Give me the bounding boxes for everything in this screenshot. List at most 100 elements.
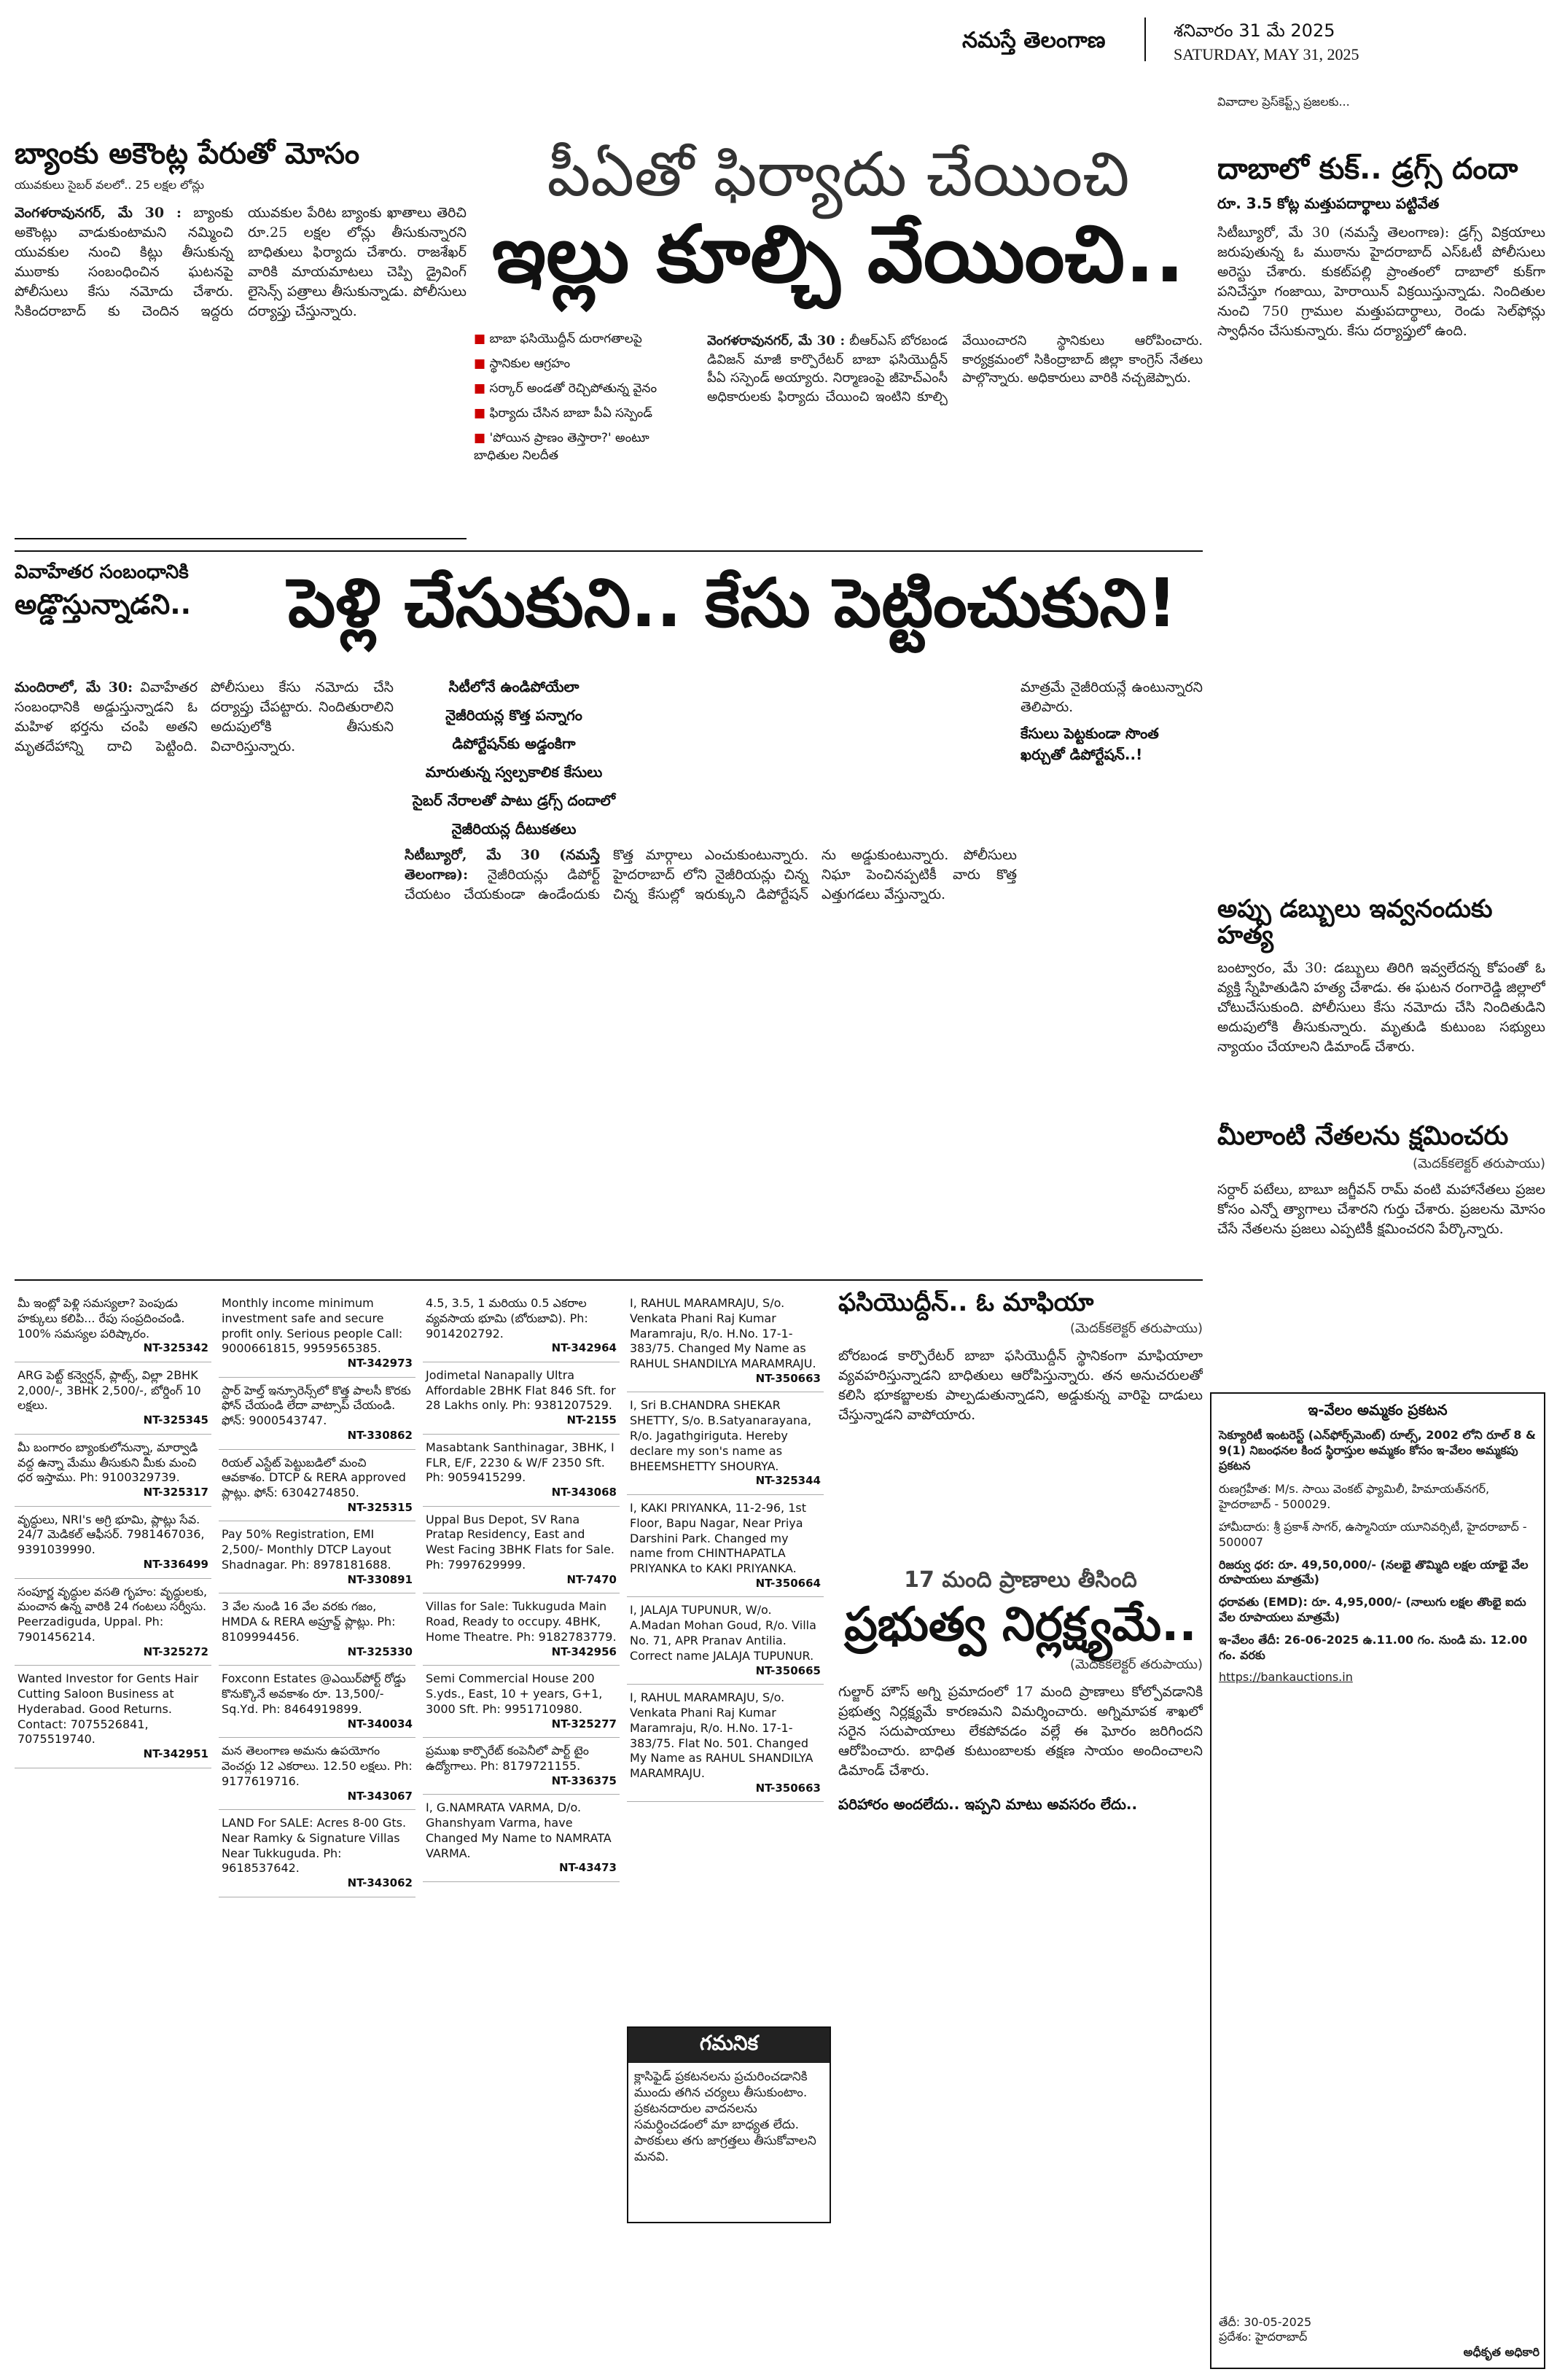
story-bank-subhead: యువకులు సైబర్ వలలో.. 25 లక్షల లోన్లు — [15, 178, 204, 192]
legal-notice-place: ప్రదేశం: హైదరాబాద్ — [1219, 2330, 1308, 2344]
classified-code: NT-325277 — [551, 1717, 617, 1731]
masthead-english-date: SATURDAY, MAY 31, 2025 — [1174, 45, 1359, 63]
classified-code: NT-342951 — [143, 1747, 208, 1761]
story-mafia-byline: (మెదక్‌కలెక్టర్ తరుపాయు) — [1070, 1320, 1203, 1336]
story-nigeria-pullquote-wrap: మాత్రమే నైజీరియన్లే ఉంటున్నారని తెలిపారు… — [1021, 678, 1203, 767]
classified-ad: Villas for Sale: Tukkuguda Main Road, Re… — [423, 1593, 620, 1666]
story-leaders-headline: మీలాంటి నేతలను క్షమించరు — [1217, 1123, 1509, 1151]
classified-code: NT-350663 — [755, 1371, 821, 1385]
classified-ad: Jodimetal Nanapally Ultra Affordable 2BH… — [423, 1362, 620, 1435]
story-pa-body: బీఆర్ఎస్ బోరబండ డివిజన్ మాజీ కార్పొరేటర్… — [707, 333, 1203, 405]
story-pa-bullet: 'పోయిన ప్రాణం తెస్తారా?' అంటూ బాధితుల ని… — [474, 431, 692, 466]
classifieds-col-3: 4.5, 3.5, 1 మరియు 0.5 ఎకరాల వ్యవసాయ భూమి… — [423, 1290, 620, 2369]
story-dhaba-kicker: వివాదాల ప్రెస్‌కెప్ట్స్ ప్రజలకు... — [1217, 95, 1350, 109]
sidebar-line: మారుతున్న స్వల్పకాలిక కేసులు — [425, 763, 603, 781]
classified-ad: Foxconn Estates @ఎయిర్‌పోర్ట్ రోడ్డు కొన… — [219, 1666, 415, 1739]
rule-lower — [15, 1279, 1203, 1281]
rule-mid — [15, 550, 1203, 552]
story-pa-lead: వెంగళరావునగర్, మే 30 : — [707, 333, 846, 348]
classified-text: Monthly income minimum investment safe a… — [222, 1296, 403, 1356]
story-dhaba-body: సిటీబ్యూరో, మే 30 (నమస్తే తెలంగాణ): డ్రగ… — [1217, 224, 1545, 339]
story-negligence-headline: ప్రభుత్వ నిర్లక్ష్యమే.. — [844, 1598, 1197, 1652]
classified-ad: I, Sri B.CHANDRA SHEKAR SHETTY, S/o. B.S… — [627, 1392, 824, 1495]
story-debt-headline: అప్పు డబ్బులు ఇవ్వనందుకు హత్య — [1217, 897, 1493, 950]
story-pa-headline-top: పీఏతో ఫిర్యాదు చేయించి — [547, 142, 1130, 210]
classified-text: Semi Commercial House 200 S.yds., East, … — [426, 1671, 603, 1716]
classified-code: NT-336375 — [551, 1774, 617, 1787]
story-pa-bullet: ఫిర్యాదు చేసిన బాబా పీఏ సస్పెండ్ — [474, 406, 692, 424]
legal-notice-footer: తేదీ: 30-05-2025 ప్రదేశం: హైదరాబాద్ అధీక… — [1219, 2315, 1540, 2360]
classified-ad: Masabtank Santhinagar, 3BHK, I FLR, E/F,… — [423, 1435, 620, 1507]
masthead-telugu-date: శనివారం 31 మే 2025 — [1174, 20, 1335, 41]
classified-ad: సంపూర్ణ వృద్ధుల వసతి గృహం: వృద్ధులకు, మం… — [15, 1579, 211, 1666]
classified-text: I, JALAJA TUPUNUR, W/o. A.Madan Mohan Go… — [630, 1603, 816, 1663]
classified-text: ప్రముఖ కార్పొరేట్ కంపెనీలో పార్ట్ టైం ఉద… — [426, 1744, 589, 1773]
story-marriage-kicker2: అడ్డొస్తున్నాడని.. — [15, 588, 192, 620]
classified-code: NT-43473 — [559, 1861, 617, 1875]
legal-notice-reserve-price: రిజర్వు ధర: రూ. 49,50,000/- (నలభై తొమ్మి… — [1219, 1557, 1529, 1587]
classified-text: I, Sri B.CHANDRA SHEKAR SHETTY, S/o. B.S… — [630, 1398, 811, 1473]
legal-notice: ఇ-వేలం అమ్మకం ప్రకటన సెక్యూరిటీ ఇంటరెస్ట… — [1210, 1392, 1545, 2369]
legal-notice-emd: ధరావతు (EMD): రూ. 4,95,000/- (నాలుగు లక్… — [1219, 1595, 1526, 1624]
classified-ad: I, JALAJA TUPUNUR, W/o. A.Madan Mohan Go… — [627, 1597, 824, 1685]
classified-ad: స్టార్ హెల్త్ ఇన్సూరెన్స్‌లో కొత్త పాలసీ… — [219, 1378, 415, 1450]
story-debt-body: బంట్వారం, మే 30: డబ్బులు తిరిగి ఇవ్వలేదన… — [1217, 960, 1545, 1056]
classified-code: NT-325315 — [347, 1500, 413, 1514]
gamanika-body: క్లాసిఫైడ్ ప్రకటనలను ప్రచురించడానికి ముం… — [634, 2069, 816, 2165]
story-debt: అప్పు డబ్బులు ఇవ్వనందుకు హత్య బంట్వారం, … — [1217, 897, 1545, 1115]
legal-notice-date: తేదీ: 30-05-2025 — [1219, 2314, 1312, 2329]
story-leaders-byline: (మెదక్‌కలెక్టర్ తరుపాయు) — [1413, 1155, 1545, 1171]
classified-text: సంపూర్ణ వృద్ధుల వసతి గృహం: వృద్ధులకు, మం… — [17, 1584, 208, 1644]
classified-text: I, RAHUL MARAMRAJU, S/o. Venkata Phani R… — [630, 1296, 816, 1371]
classified-code: NT-342964 — [551, 1341, 617, 1355]
story-pa-bullet: సర్కార్ అండతో రెచ్చిపోతున్న వైనం — [474, 381, 692, 399]
story-pa-bullets: బాబా ఫసియొద్దీన్ దురాగతాలపై స్థానికుల ఆగ… — [474, 332, 692, 473]
classified-ad: LAND For SALE: Acres 8-00 Gts. Near Ramk… — [219, 1810, 415, 1897]
classified-text: I, KAKI PRIYANKA, 11-2-96, 1st Floor, Ba… — [630, 1500, 807, 1576]
gamanika-title: గమనిక — [628, 2028, 830, 2063]
legal-notice-website[interactable]: https://bankauctions.in — [1219, 1670, 1353, 1685]
story-negligence: 17 మంది ప్రాణాలు తీసింది ప్రభుత్వ నిర్లక… — [838, 1567, 1203, 2369]
story-leaders-body: సర్దార్ పటేలు, బాబూ జగ్జీవన్ రామ్ వంటి మ… — [1217, 1181, 1545, 1237]
story-pa-bullet: బాబా ఫసియొద్దీన్ దురాగతాలపై — [474, 332, 692, 349]
story-marriage-headline: పెళ్లి చేసుకుని.. కేసు పెట్టించుకుని! — [288, 564, 1177, 642]
masthead: నమస్తే తెలంగాణ శనివారం 31 మే 2025 SATURD… — [875, 13, 1545, 64]
classified-ad: వృద్ధులు, NRI's అగ్రి భూమి, ప్లాట్లు సేవ… — [15, 1507, 211, 1579]
legal-notice-signatory: అధీకృత అధికారి — [1463, 2345, 1540, 2360]
classified-ad: Wanted Investor for Gents Hair Cutting S… — [15, 1666, 211, 1768]
story-mafia: ఫసియొద్దీన్.. ఓ మాఫియా (మెదక్‌కలెక్టర్ త… — [838, 1290, 1203, 1560]
story-bank-headline: బ్యాంకు అకౌంట్ల పేరుతో మోసం — [15, 138, 360, 171]
classified-ad: I, RAHUL MARAMRAJU, S/o. Venkata Phani R… — [627, 1685, 824, 1803]
story-bank-body-wrap: వెంగళరావునగర్, మే 30 : బ్యాంకు అకౌంట్లు … — [15, 203, 467, 321]
sidebar-line: నైజీరియన్ల కొత్త పన్నాగం — [445, 706, 582, 724]
classified-text: I, RAHUL MARAMRAJU, S/o. Venkata Phani R… — [630, 1690, 813, 1781]
classified-text: Masabtank Santhinagar, 3BHK, I FLR, E/F,… — [426, 1440, 614, 1485]
classified-code: NT-325330 — [347, 1644, 413, 1658]
story-marriage-lead: మందిరాలో, మే 30: — [15, 679, 133, 695]
classified-code: NT-2155 — [566, 1413, 617, 1427]
classified-ad: I, KAKI PRIYANKA, 11-2-96, 1st Floor, Ba… — [627, 1495, 824, 1598]
classified-text: మీ ఇంట్లో పెళ్లి సమస్యలా? పెంపుడు హక్కుల… — [17, 1296, 185, 1341]
classified-text: Wanted Investor for Gents Hair Cutting S… — [17, 1671, 199, 1747]
classified-code: NT-350663 — [755, 1781, 821, 1795]
classified-code: NT-350665 — [755, 1663, 821, 1677]
story-marriage-body-wrap: మందిరాలో, మే 30: వివాహేతర సంబంధానికి అడ్… — [15, 678, 394, 1276]
classified-code: NT-330862 — [347, 1429, 413, 1443]
story-nigeria-lead: సిటీబ్యూరో, మే 30 (నమస్తే తెలంగాణ): — [405, 847, 600, 883]
classified-ad: Uppal Bus Depot, SV Rana Pratap Residenc… — [423, 1507, 620, 1594]
classified-ad: మీ బంగారం బ్యాంకులోనున్నా, మార్వాడి వద్ద… — [15, 1435, 211, 1507]
classified-ad: Monthly income minimum investment safe a… — [219, 1290, 415, 1378]
rule-left-top — [15, 538, 467, 539]
classified-text: ARG పెట్ట్ కన్వెర్షన్, ప్లాట్స్, విల్లా … — [17, 1367, 201, 1413]
classified-code: NT-342956 — [551, 1644, 617, 1658]
story-bank-lead: వెంగళరావునగర్, మే 30 : — [15, 204, 182, 221]
classified-ad: I, G.NAMRATA VARMA, D/o. Ghanshyam Varma… — [423, 1795, 620, 1882]
story-nigeria-pullquote: కేసులు పెట్టకుండా సొంత ఖర్చుతో డిపోర్టేష… — [1021, 724, 1159, 763]
classified-text: మీ బంగారం బ్యాంకులోనున్నా, మార్వాడి వద్ద… — [17, 1440, 198, 1485]
story-marriage-kicker-wrap: వివాహేతర సంబంధానికి అడ్డొస్తున్నాడని.. — [15, 561, 255, 620]
classified-code: NT-343067 — [347, 1789, 413, 1803]
classified-ad: 4.5, 3.5, 1 మరియు 0.5 ఎకరాల వ్యవసాయ భూమి… — [423, 1290, 620, 1362]
classified-ad: I, RAHUL MARAMRAJU, S/o. Venkata Phani R… — [627, 1290, 824, 1393]
classified-ad: ప్రముఖ కార్పొరేట్ కంపెనీలో పార్ట్ టైం ఉద… — [423, 1738, 620, 1795]
sidebar-line: సైబర్ నేరాలతో పాటు డ్రగ్స్ దందాలో — [412, 792, 616, 809]
